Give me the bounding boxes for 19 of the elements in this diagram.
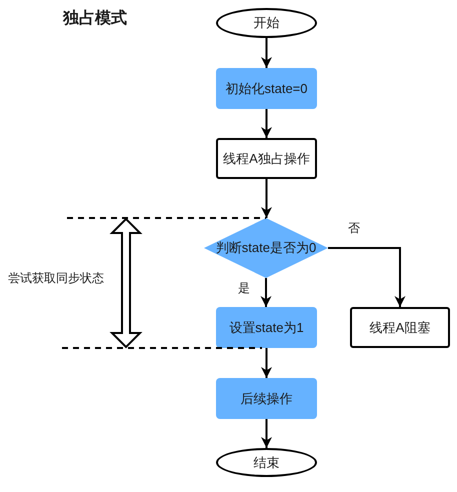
process-box: 初始化state=0 bbox=[216, 68, 317, 109]
arrow bbox=[261, 419, 272, 448]
process-box: 设置state为1 bbox=[216, 307, 317, 348]
terminal-oval: 结束 bbox=[216, 448, 317, 477]
process-box: 后续操作 bbox=[216, 378, 317, 419]
arrow bbox=[260, 278, 272, 307]
terminal-oval: 开始 bbox=[216, 8, 317, 38]
process-box: 线程A阻塞 bbox=[350, 307, 450, 348]
edge-label: 否 bbox=[348, 221, 360, 236]
arrow bbox=[261, 348, 272, 378]
diagram-title: 独占模式 bbox=[63, 9, 127, 28]
arrow bbox=[328, 247, 406, 307]
arrow bbox=[261, 179, 272, 218]
arrow bbox=[261, 109, 272, 138]
decision-diamond: 判断state是否为0 bbox=[204, 218, 328, 278]
edge-label: 是 bbox=[238, 281, 250, 296]
process-box: 线程A独占操作 bbox=[216, 138, 317, 179]
annotation-text: 尝试获取同步状态 bbox=[8, 271, 104, 286]
arrow bbox=[261, 38, 272, 68]
